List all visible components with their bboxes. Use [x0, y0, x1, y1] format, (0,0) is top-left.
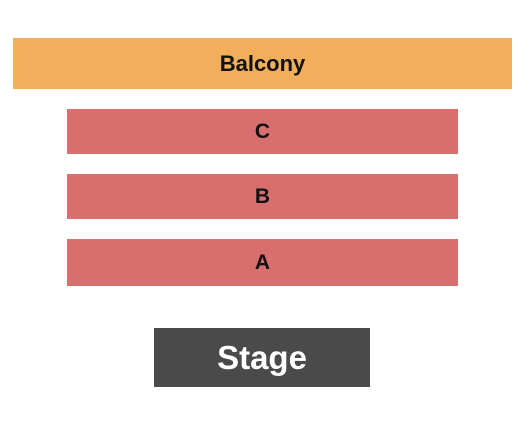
section-a-label: A: [254, 250, 271, 274]
section-a[interactable]: A: [67, 239, 458, 286]
stage: Stage: [154, 328, 370, 387]
section-b-label: B: [254, 184, 271, 208]
section-c-label: C: [254, 119, 271, 143]
stage-label: Stage: [217, 338, 307, 376]
section-c[interactable]: C: [67, 109, 458, 154]
section-b[interactable]: B: [67, 174, 458, 219]
section-balcony[interactable]: Balcony: [13, 38, 512, 89]
section-balcony-label: Balcony: [219, 50, 306, 76]
